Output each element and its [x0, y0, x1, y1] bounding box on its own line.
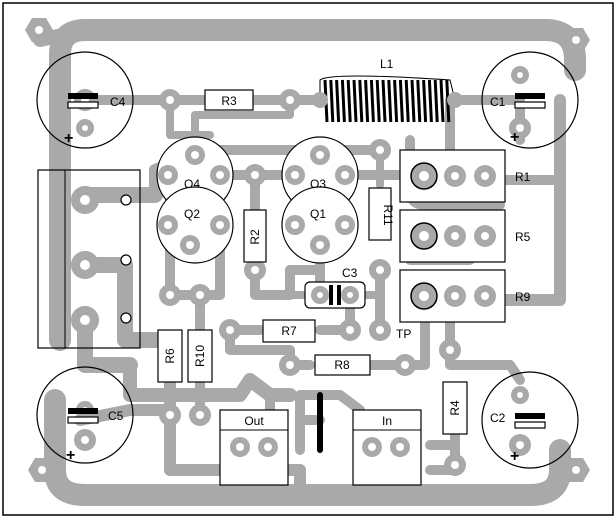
c3-label: C3: [342, 266, 358, 280]
l1-label: L1: [380, 57, 394, 71]
power-block: [37, 169, 141, 349]
r5-label: R5: [515, 230, 531, 244]
cap-c2: C2 +: [481, 371, 579, 469]
r6-label: R6: [163, 348, 177, 364]
out-label: Out: [244, 414, 264, 428]
c2-plus: +: [510, 448, 519, 465]
trimmer-r5: R5: [399, 209, 531, 263]
coil-winding: [427, 79, 433, 123]
tp-label: TP: [396, 327, 411, 341]
mount-pad-tl: [25, 18, 53, 42]
resistor-r2: R2: [243, 209, 267, 263]
resistor-r11: R11: [368, 187, 395, 241]
in-label: In: [382, 414, 392, 428]
coil-winding: [335, 79, 341, 123]
mount-pad-br: [562, 458, 590, 482]
transistor-q2: Q2: [156, 186, 234, 264]
r2-label: R2: [248, 229, 262, 245]
c5-plus: +: [66, 447, 75, 464]
coil-winding: [404, 79, 410, 123]
coil-winding: [346, 79, 352, 123]
r1-label: R1: [515, 170, 531, 184]
coil-winding: [393, 79, 399, 123]
coil-winding: [416, 79, 422, 123]
c2-label: C2: [490, 411, 506, 425]
pads: [25, 18, 590, 482]
coil-winding: [398, 79, 404, 123]
resistor-r10: R10: [187, 329, 213, 383]
coil-winding: [381, 79, 387, 123]
q2-label: Q2: [184, 207, 200, 221]
coil-winding: [387, 79, 393, 123]
c1-plus: +: [510, 129, 519, 146]
connector-out: Out: [219, 409, 289, 486]
coil-winding: [375, 79, 381, 123]
r9-label: R9: [515, 290, 531, 304]
resistor-r3: R3: [204, 89, 254, 111]
r3-label: R3: [221, 94, 237, 108]
mount-pad-tr: [562, 28, 590, 52]
resistor-r7: R7: [262, 319, 316, 343]
coil-winding: [422, 79, 428, 123]
coil-winding: [364, 79, 370, 123]
trimmer-r1: R1: [399, 149, 531, 203]
c1-label: C1: [490, 95, 506, 109]
r8-label: R8: [334, 358, 350, 372]
c4-plus: +: [64, 130, 73, 147]
coil-winding: [358, 79, 364, 123]
transistor-q1: Q1: [281, 186, 359, 264]
c4-label: C4: [110, 95, 126, 109]
q1-label: Q1: [310, 207, 326, 221]
coil-winding: [340, 79, 346, 123]
r4-label: R4: [448, 400, 462, 416]
resistor-r8: R8: [314, 354, 371, 376]
cap-c1: C1 +: [481, 51, 579, 149]
r7-label: R7: [281, 324, 297, 338]
coil-winding: [439, 79, 445, 123]
r11-label: R11: [381, 204, 395, 225]
cap-c4: C4 +: [36, 51, 134, 149]
trimmer-r9: R9: [399, 269, 531, 323]
coil-winding: [369, 79, 375, 123]
resistor-r4: R4: [442, 381, 468, 435]
connector-in: In: [352, 409, 422, 486]
coil-winding: [329, 79, 335, 123]
resistor-r6: R6: [157, 329, 183, 383]
inductor-l1: L1: [312, 57, 463, 123]
c5-label: C5: [108, 409, 124, 423]
coil-winding: [410, 79, 416, 123]
mount-pad-bl: [28, 458, 56, 482]
coil-winding: [352, 79, 358, 123]
r10-label: R10: [193, 345, 207, 367]
cap-c3: C3: [304, 266, 366, 309]
coil-winding: [433, 79, 439, 123]
cap-c5: C5 +: [36, 366, 134, 464]
